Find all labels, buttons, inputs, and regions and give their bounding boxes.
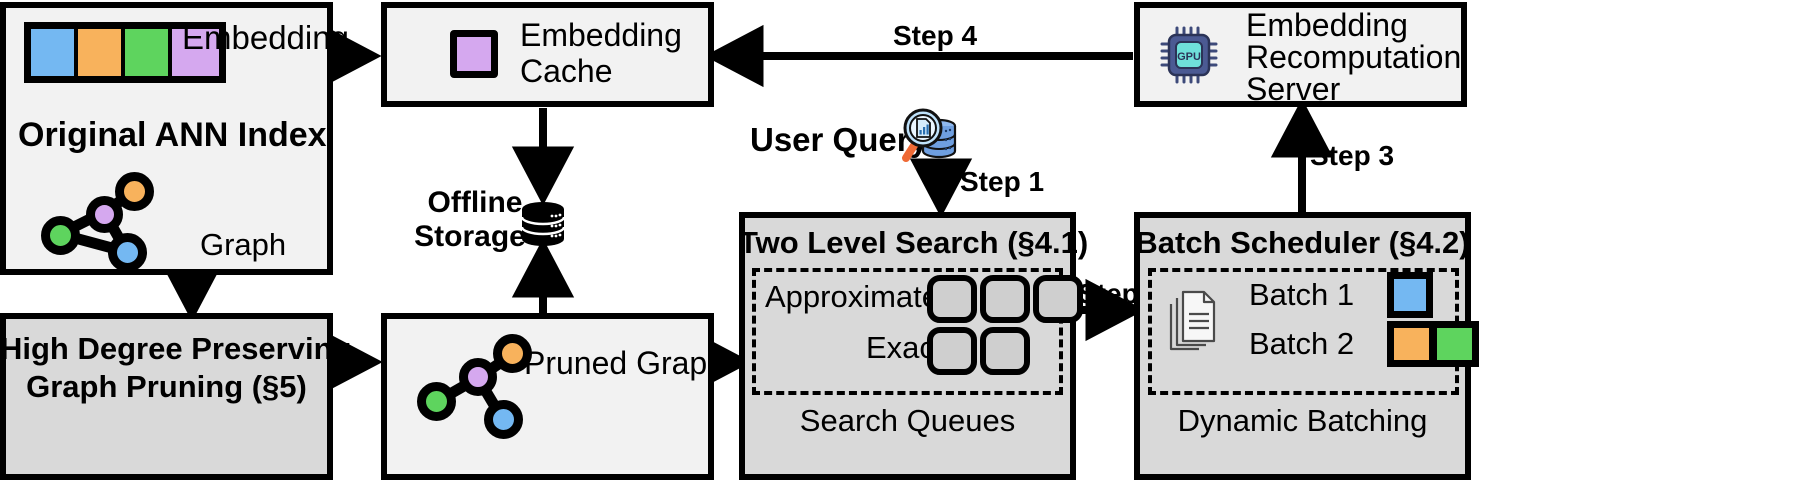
two-level-search-box: [739, 212, 1076, 480]
graph-label: Graph: [200, 227, 287, 262]
original-ann-index-title: Original ANN Index: [18, 116, 327, 154]
recomputation-server-line3: Server: [1246, 71, 1341, 107]
embedding-cache-label-line2: Cache: [520, 53, 613, 89]
documents-stack-icon: [1169, 290, 1216, 351]
step-3-label: Step 3: [1310, 140, 1395, 171]
embedding-cell-blue: [31, 29, 78, 76]
embedding-cell-green: [125, 29, 172, 76]
recomputation-server-line1: Embedding: [1246, 7, 1408, 43]
approximate-queue-slots: [927, 275, 1083, 323]
search-queues-dashed-region: [752, 268, 1063, 395]
high-degree-pruning-line1: High Degree Preserving: [0, 331, 352, 366]
batch-2-cells: [1387, 321, 1479, 367]
embedding-cell-purple: [172, 29, 219, 76]
queue-slot: [980, 327, 1030, 375]
step-4-label: Step 4: [893, 20, 978, 51]
pruned-node-blue: [484, 400, 523, 439]
queue-slot: [927, 327, 977, 375]
step-1-label: Step 1: [960, 166, 1045, 197]
queue-slot: [1033, 275, 1083, 323]
gpu-chip-icon: GPU: [1160, 26, 1218, 84]
embedding-strip: [24, 22, 226, 83]
search-queues-footer: Search Queues: [799, 403, 1016, 438]
high-degree-pruning-box: [0, 313, 333, 480]
high-degree-pruning-line2: Graph Pruning (§5): [26, 369, 307, 404]
graph-node-green: [41, 216, 80, 255]
embedding-label: Embedding: [182, 19, 349, 56]
two-level-search-title: Two Level Search (§4.1): [739, 225, 1089, 260]
pruned-node-purple: [459, 358, 497, 396]
exact-queue-slots: [927, 327, 1030, 375]
embedding-cache-box: [381, 2, 714, 107]
batch-1-cells: [1387, 272, 1433, 318]
queue-slot: [927, 275, 977, 323]
batch-2-label: Batch 2: [1249, 326, 1355, 361]
approximate-row-label: Approximate: [765, 279, 940, 314]
batch-scheduler-title: Batch Scheduler (§4.2): [1135, 225, 1470, 260]
offline-storage-line1: Offline: [427, 186, 523, 219]
embedding-cell-orange: [78, 29, 125, 76]
graph-node-orange: [115, 172, 154, 211]
embedding-cache-label-line1: Embedding: [520, 17, 682, 53]
dynamic-batching-footer: Dynamic Batching: [1177, 403, 1428, 438]
pruned-node-green: [417, 382, 456, 421]
pruned-node-orange: [493, 334, 532, 373]
database-cylinder-icon: [520, 202, 566, 246]
graph-node-purple: [86, 196, 123, 233]
batch-1-label: Batch 1: [1249, 277, 1355, 312]
embedding-cache-swatch: [450, 30, 498, 78]
svg-text:GPU: GPU: [1177, 51, 1201, 63]
graph-node-blue: [108, 233, 147, 272]
queue-slot: [980, 275, 1030, 323]
offline-storage-line2: Storage: [414, 220, 526, 253]
recomputation-server-line2: Recomputation: [1246, 39, 1462, 75]
batch-cell-green: [1433, 321, 1479, 367]
pruned-graph-label: Pruned Graph: [524, 345, 726, 381]
batch-cell-blue: [1387, 272, 1433, 318]
batch-cell-orange: [1387, 321, 1433, 367]
magnifier-database-icon: [902, 108, 957, 162]
